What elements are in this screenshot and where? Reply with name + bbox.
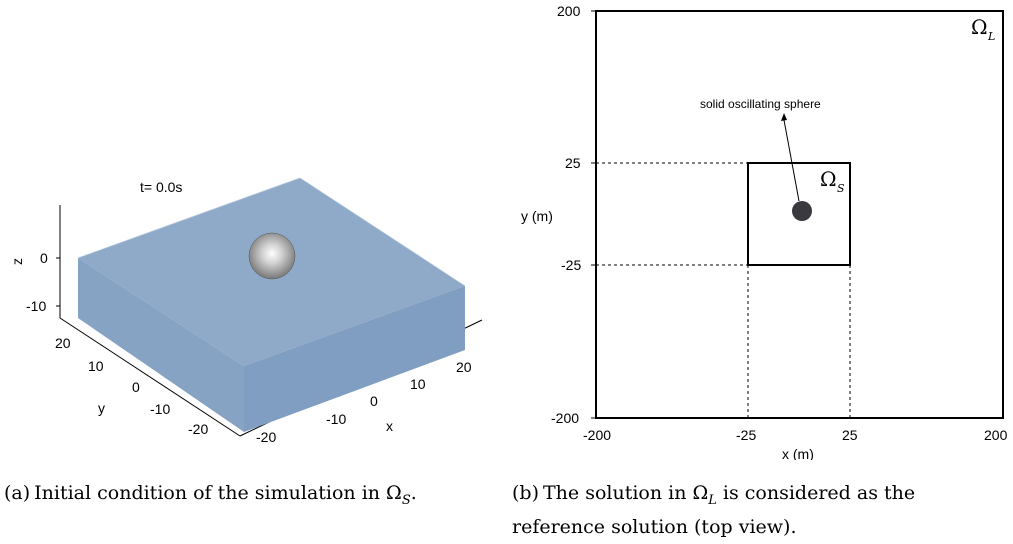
inner-domain-box [747, 162, 851, 266]
panel-a-svg: t= 0.0s z 0 -10 20 10 0 -10 -20 y -20 -1… [9, 177, 483, 445]
caption-b-label: (b) [512, 482, 539, 504]
caption-b-text-1: The solution in Ω [543, 482, 709, 504]
y-tick-label: 10 [88, 358, 104, 374]
x-tick-label: 200 [984, 427, 1008, 443]
y-tick-label: -25 [561, 257, 581, 273]
x-tick-label: -200 [583, 427, 611, 443]
caption-a-subscript: S [401, 492, 411, 508]
block-left-face [78, 258, 244, 432]
x-tick-label: -20 [256, 429, 276, 445]
caption-b-subscript: L [708, 492, 717, 508]
caption-a-end: . [410, 482, 417, 504]
panel-a-3d-plot: t= 0.0s z 0 -10 20 10 0 -10 -20 y -20 -1… [0, 0, 500, 460]
z-axis-label: z [9, 258, 25, 265]
block-edge [299, 177, 466, 287]
x-tick-label: 20 [456, 359, 472, 375]
caption-a-label: (a) [4, 482, 31, 504]
annotation-arrow [783, 119, 800, 202]
y-axis-line [59, 317, 241, 437]
caption-b: (b)The solution in ΩL is considered as t… [512, 480, 1012, 540]
y-tick-label: 200 [557, 3, 581, 19]
caption-a: (a)Initial condition of the simulation i… [4, 480, 496, 514]
omega-s-symbol: Ω [820, 167, 837, 191]
y-tick-label: -20 [188, 421, 208, 437]
block-edge [77, 177, 301, 259]
caption-b-text-2: is considered as the reference solution … [512, 482, 916, 538]
arrow-head [781, 113, 787, 121]
z-tick-label: 0 [40, 250, 48, 266]
y-axis-label: y [98, 400, 105, 416]
x-tick-label: 25 [842, 427, 858, 443]
x-tick-label: 0 [370, 393, 378, 409]
block-right-face [244, 286, 465, 432]
x-axis-label: x [386, 418, 393, 434]
outer-domain-box [595, 10, 1004, 419]
x-tick-label: -10 [326, 411, 346, 427]
x-tick-label: -25 [736, 427, 756, 443]
panel-b-svg: solid oscillating sphere Ω L Ω S 200 25 … [521, 3, 1008, 462]
panel-b-domain-diagram: solid oscillating sphere Ω L Ω S 200 25 … [505, 0, 1013, 462]
y-tick-label: 20 [55, 335, 71, 351]
y-tick-label: -200 [551, 410, 579, 426]
time-label: t= 0.0s [140, 179, 182, 195]
sphere [248, 232, 296, 280]
x-tick-label: 10 [410, 376, 426, 392]
omega-l-symbol: Ω [971, 15, 988, 39]
y-axis-label: y (m) [521, 208, 553, 224]
annotation-label: solid oscillating sphere [700, 97, 821, 111]
y-tick-label: -10 [150, 401, 170, 417]
y-tick-label: 0 [132, 379, 140, 395]
omega-s-subscript: S [837, 182, 845, 195]
x-axis-label: x (m) [782, 446, 814, 460]
solid-sphere [792, 201, 812, 221]
caption-a-text: Initial condition of the simulation in Ω [34, 482, 402, 504]
y-tick-label: 25 [565, 155, 581, 171]
omega-l-subscript: L [987, 30, 995, 43]
z-tick-label: -10 [26, 298, 46, 314]
